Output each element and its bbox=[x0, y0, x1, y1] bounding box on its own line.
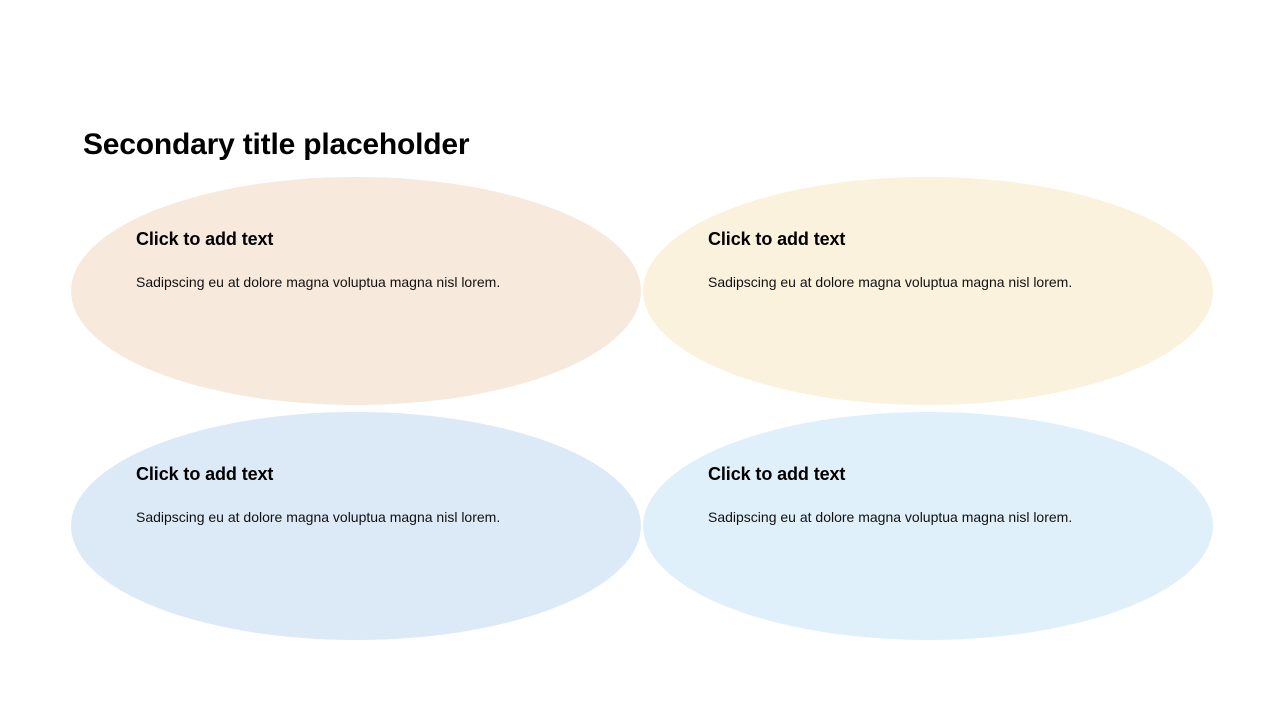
card-heading[interactable]: Click to add text bbox=[136, 229, 274, 249]
card-body-text[interactable]: Sadipscing eu at dolore magna voluptua m… bbox=[708, 273, 1073, 290]
ellipse-text-block: Click to add text Sadipscing eu at dolor… bbox=[708, 464, 1148, 526]
ellipse-text-block: Click to add text Sadipscing eu at dolor… bbox=[136, 464, 576, 526]
ellipse-text-block: Click to add text Sadipscing eu at dolor… bbox=[136, 229, 576, 291]
card-body-text[interactable]: Sadipscing eu at dolore magna voluptua m… bbox=[708, 508, 1073, 525]
card-heading[interactable]: Click to add text bbox=[708, 229, 846, 249]
content-ellipse-top-right[interactable]: Click to add text Sadipscing eu at dolor… bbox=[643, 177, 1213, 405]
page-title[interactable]: Secondary title placeholder bbox=[83, 128, 470, 161]
content-ellipse-top-left[interactable]: Click to add text Sadipscing eu at dolor… bbox=[71, 177, 641, 405]
ellipse-text-block: Click to add text Sadipscing eu at dolor… bbox=[708, 229, 1148, 291]
content-ellipse-bottom-right[interactable]: Click to add text Sadipscing eu at dolor… bbox=[643, 412, 1213, 640]
card-heading[interactable]: Click to add text bbox=[136, 464, 274, 484]
card-body-text[interactable]: Sadipscing eu at dolore magna voluptua m… bbox=[136, 273, 501, 290]
card-heading[interactable]: Click to add text bbox=[708, 464, 846, 484]
card-body-text[interactable]: Sadipscing eu at dolore magna voluptua m… bbox=[136, 508, 501, 525]
content-ellipse-bottom-left[interactable]: Click to add text Sadipscing eu at dolor… bbox=[71, 412, 641, 640]
